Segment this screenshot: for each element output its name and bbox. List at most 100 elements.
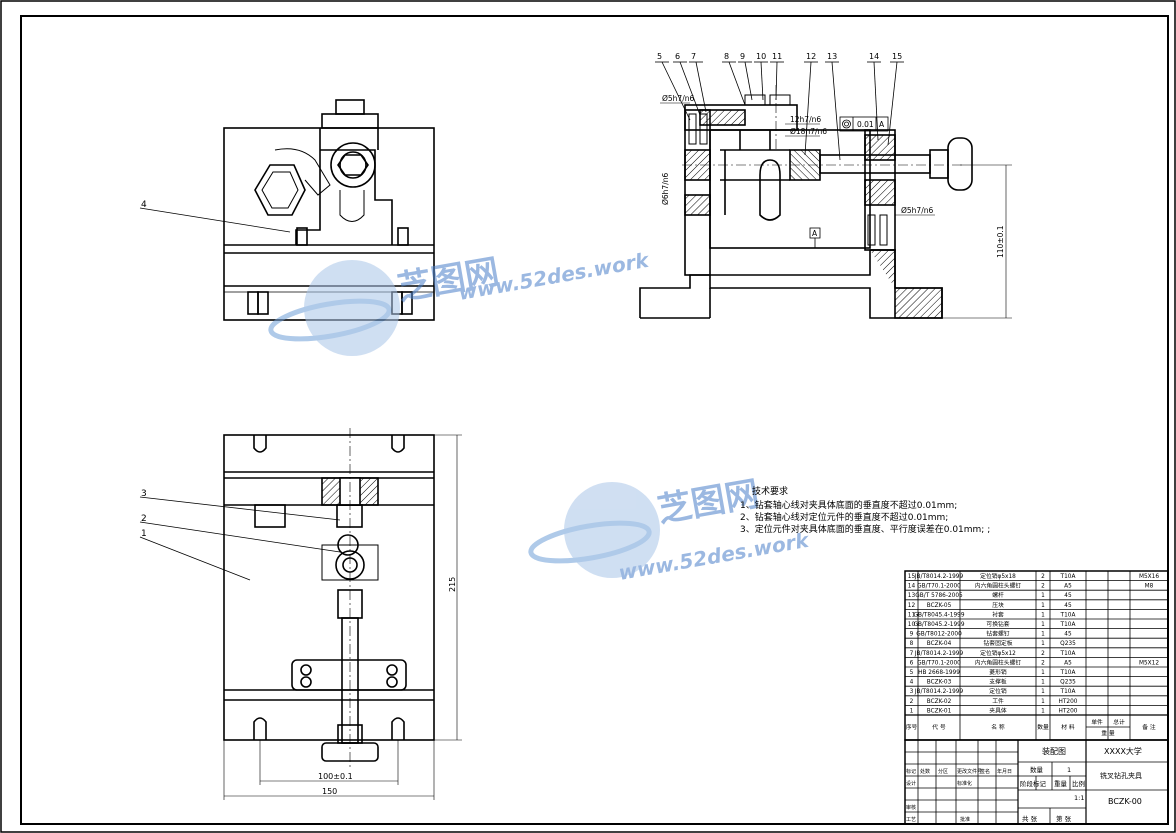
- balloon-8: 8: [724, 52, 729, 61]
- bom-row-14-no: 14: [908, 584, 916, 590]
- bom-row-3-no: 3: [910, 689, 914, 695]
- bom-row-12-name: 压块: [992, 601, 1004, 609]
- bom-row-4-material: Q235: [1060, 680, 1076, 686]
- design-label: 设计: [906, 780, 916, 787]
- bom-row-7-material: T10A: [1060, 651, 1076, 657]
- stage-label: 阶段标记: [1020, 779, 1047, 788]
- bom-header-weight: 重 量: [1101, 729, 1115, 737]
- tolerance-datum: A: [879, 120, 885, 129]
- row-file: 更改文件号: [957, 768, 982, 775]
- bom-row-12-qty: 1: [1041, 603, 1045, 609]
- weight-label: 重量: [1054, 780, 1068, 788]
- balloon-13: 13: [827, 52, 837, 61]
- fit-dim-4: Ø6h7/n6: [661, 173, 670, 205]
- bom-row-12-code: BCZK-05: [927, 603, 952, 609]
- bom-row-7-name: 定位销φ5x12: [980, 649, 1016, 657]
- balloon-5: 5: [657, 52, 662, 61]
- section-dimensions: Ø5h7/n6 12h7/n6 Ø18h7/n6 Ø6h7/n6 Ø5h7/n6…: [660, 94, 1012, 319]
- bom-row-15-material: T10A: [1060, 574, 1076, 580]
- bottom-dimensions: 215 100±0.1 150: [223, 434, 462, 800]
- bom-row-13-no: 13: [908, 593, 916, 599]
- bom-row-8-qty: 1: [1041, 641, 1045, 647]
- row-zone: 分区: [938, 768, 948, 775]
- bom-row-5-name: 菱形销: [989, 668, 1007, 676]
- bom-row-8-no: 8: [910, 641, 914, 647]
- inner-frame: [20, 15, 1169, 825]
- bom-row-10-qty: 1: [1041, 622, 1045, 628]
- bom-row-13-qty: 1: [1041, 593, 1045, 599]
- bom-row-11-no: 11: [908, 612, 916, 618]
- leader-4: 4: [139, 200, 291, 233]
- part-name: 铣叉钻孔夹具: [1100, 771, 1142, 780]
- balloon-6: 6: [675, 52, 680, 61]
- school-name: XXXX大学: [1104, 746, 1142, 756]
- bom-row-9-code: GB/T8012-2000: [916, 632, 962, 638]
- row-date: 年月日: [997, 768, 1012, 775]
- fit-dim-3: Ø18h7/n6: [790, 127, 827, 136]
- bom-row-5-material: T10A: [1060, 670, 1076, 676]
- bom-row-11-qty: 1: [1041, 612, 1045, 618]
- bom-row-6-material: A5: [1064, 660, 1072, 666]
- note-line-1: 1、钻套轴心线对夹具体底面的垂直度不超过0.01mm;: [740, 499, 957, 511]
- process-label: 工艺: [906, 817, 916, 823]
- bom-row-6-note: M5X12: [1139, 660, 1159, 666]
- sheet-number: 第 张: [1056, 814, 1072, 823]
- dim-150: 150: [322, 787, 337, 796]
- scale-label: 比例: [1072, 779, 1085, 788]
- bom-header-total: 总计: [1113, 718, 1125, 726]
- bom-row-4-name: 支撑板: [989, 678, 1007, 686]
- bom-row-9-qty: 1: [1041, 632, 1045, 638]
- tolerance-value: 0.01: [857, 120, 874, 129]
- bom-row-7-code: JB/T8014.2-1999: [914, 651, 964, 657]
- bom-row-8-material: Q235: [1060, 641, 1076, 647]
- bom-row-1-material: HT200: [1059, 708, 1078, 714]
- bom-row-15-no: 15: [908, 574, 916, 580]
- bom-row-15-note: M5X16: [1139, 574, 1159, 580]
- balloon-2: 2: [141, 514, 147, 524]
- row-count: 处数: [920, 768, 930, 775]
- bom-header-name: 名 称: [991, 723, 1005, 731]
- approve-label: 批准: [960, 816, 970, 823]
- balloon-4: 4: [141, 200, 147, 210]
- bom-header-note: 备 注: [1142, 723, 1156, 731]
- bom-row-10-code: GB/T8045.2-1999: [913, 622, 964, 628]
- note-line-3: 3、定位元件对夹具体底面的垂直度、平行度误差在0.01mm; ;: [740, 523, 990, 535]
- dim-215: 215: [448, 577, 457, 592]
- balloon-7: 7: [691, 52, 696, 61]
- bom-row-3-code: JB/T8014.2-1999: [914, 689, 964, 695]
- bom-row-2-material: HT200: [1059, 699, 1078, 705]
- bom-row-7-qty: 2: [1041, 651, 1045, 657]
- bom-row-2-code: BCZK-02: [927, 699, 952, 705]
- bottom-leaders: 3 2 1: [139, 489, 341, 581]
- bom-row-4-qty: 1: [1041, 680, 1045, 686]
- bom-header-material: 材 料: [1061, 723, 1075, 731]
- bom-row-9-name: 钻套螺钉: [986, 630, 1009, 638]
- balloon-3: 3: [141, 489, 147, 499]
- bom-row-11-code: GB/T8045.4-1999: [913, 612, 964, 618]
- bom-row-15-qty: 2: [1041, 574, 1045, 580]
- bom-row-13-material: 45: [1064, 593, 1072, 599]
- bom-row-6-name: 内六角圆柱头螺钉: [975, 658, 1022, 666]
- bom-row-13-code: GB/T 5786-2005: [915, 593, 963, 599]
- bom-header-single: 单件: [1091, 718, 1103, 726]
- bom-row-14-code: GB/T70.1-2000: [917, 584, 961, 590]
- bom-row-14-qty: 2: [1041, 584, 1045, 590]
- standard-label: 标准化: [957, 780, 972, 787]
- bom-row-14-material: A5: [1064, 584, 1072, 590]
- technical-notes: 技术要求 1、钻套轴心线对夹具体底面的垂直度不超过0.01mm; 2、钻套轴心线…: [740, 485, 990, 535]
- bom-row-3-material: T10A: [1060, 689, 1076, 695]
- fit-dim-5: Ø5h7/n6: [901, 206, 933, 215]
- bom-row-1-qty: 1: [1041, 708, 1045, 714]
- balloon-10: 10: [756, 52, 766, 61]
- balloon-11: 11: [772, 52, 782, 61]
- bom-row-1-code: BCZK-01: [927, 708, 952, 714]
- bom-row-14-note: M8: [1145, 584, 1154, 590]
- bom-row-1-no: 1: [910, 708, 914, 714]
- review-label: 审核: [906, 804, 916, 811]
- bom-row-3-name: 定位销: [989, 687, 1007, 695]
- drawing-title: 装配图: [1042, 746, 1066, 756]
- bom-row-14-name: 内六角圆柱头螺钉: [975, 582, 1022, 590]
- bom-row-8-code: BCZK-04: [927, 641, 952, 647]
